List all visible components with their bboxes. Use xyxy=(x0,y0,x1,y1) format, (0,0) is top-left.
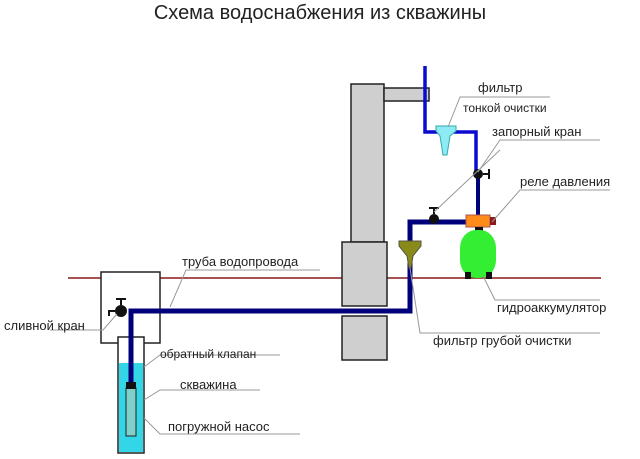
label-drain-valve: сливной кран xyxy=(4,318,85,333)
foundation-lower xyxy=(341,315,388,361)
label-pump: погружной насос xyxy=(168,419,270,434)
label-fine-filter-2: тонкой очистки xyxy=(463,101,547,115)
house-wall-upper xyxy=(350,83,385,243)
foundation-upper xyxy=(341,241,388,307)
accumulator-tank-icon xyxy=(460,230,496,278)
label-coarse-filter: фильтр грубой очистки xyxy=(433,333,572,348)
pressure-relay-icon xyxy=(465,214,491,228)
shutoff-valve-icon[interactable] xyxy=(429,214,439,224)
label-pressure-relay: реле давления xyxy=(520,174,610,189)
leader-lines xyxy=(50,96,610,435)
label-water-pipe: труба водопровода xyxy=(182,254,299,269)
shutoff-valve-upper-icon[interactable] xyxy=(473,169,483,179)
submersible-pump xyxy=(125,387,137,437)
label-shutoff-valve: запорный кран xyxy=(492,124,581,139)
label-accumulator: гидроаккумулятор xyxy=(497,300,606,315)
label-fine-filter-1: фильтр xyxy=(478,80,522,95)
label-well: скважина xyxy=(180,377,237,392)
coarse-filter-icon xyxy=(398,240,422,269)
fine-filter-icon xyxy=(435,125,457,156)
drain-valve-icon[interactable] xyxy=(115,305,127,317)
label-check-valve: обратный клапан xyxy=(160,347,256,361)
check-valve xyxy=(126,382,136,389)
house-shelf xyxy=(383,87,430,102)
diagram-title: Схема водоснабжения из скважины xyxy=(153,2,487,24)
